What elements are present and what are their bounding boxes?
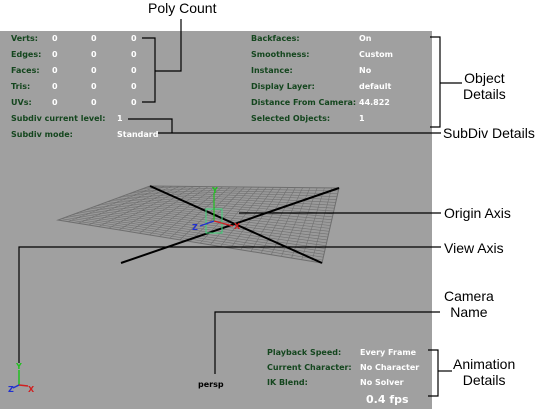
callout-poly-count: Poly Count (148, 0, 217, 16)
hud-object-row: Distance From Camera:44.822 (251, 98, 390, 107)
callout-animation-details: Animation Details (453, 356, 516, 388)
fps-readout: 0.4 fps (366, 393, 409, 406)
callout-subdiv-details: SubDiv Details (443, 125, 535, 141)
hud-object-row: Backfaces:On (251, 34, 372, 43)
origin-y-label: Y (211, 186, 218, 195)
poly-count-bracket (142, 37, 156, 103)
object-details-bracket (430, 36, 441, 128)
hud-object-row: Instance:No (251, 66, 372, 75)
callout-view-axis: View Axis (444, 240, 504, 256)
view-axis-y-label: Y (15, 362, 22, 371)
view-axis-gizmo (12, 370, 29, 389)
camera-name: persp (198, 380, 224, 389)
subdiv-bracket (128, 118, 173, 133)
hud-animation-row: Current Character:No Character (267, 363, 420, 372)
origin-x-label: X (234, 222, 241, 231)
origin-manipulator (199, 193, 234, 234)
camera-name-leader (214, 311, 440, 374)
grid-center-line-a (149, 185, 323, 264)
hud-animation-row: IK Blend:No Solver (267, 378, 404, 387)
hud-subdiv-mode: Subdiv mode: Standard (11, 130, 159, 139)
hud-animation-row: Playback Speed:Every Frame (267, 348, 417, 357)
view-axis-leader (18, 246, 441, 363)
callout-camera-name: Camera Name (444, 288, 494, 320)
view-axis-z-label: Z (8, 385, 14, 394)
view-axis-x-label: X (28, 385, 35, 394)
callout-leaders (18, 19, 462, 397)
animation-bracket (428, 349, 439, 397)
hud-object-row: Selected Objects:1 (251, 114, 365, 123)
origin-z-label: Z (192, 223, 198, 232)
hud-object-row: Smoothness:Custom (251, 50, 393, 59)
hud-subdiv-level: Subdiv current level: 1 (11, 114, 123, 123)
callout-object-details: Object Details (463, 70, 506, 102)
hud-object-row: Display Layer:default (251, 82, 392, 91)
poly-count-leader (155, 19, 182, 72)
callout-origin-axis: Origin Axis (444, 205, 511, 221)
